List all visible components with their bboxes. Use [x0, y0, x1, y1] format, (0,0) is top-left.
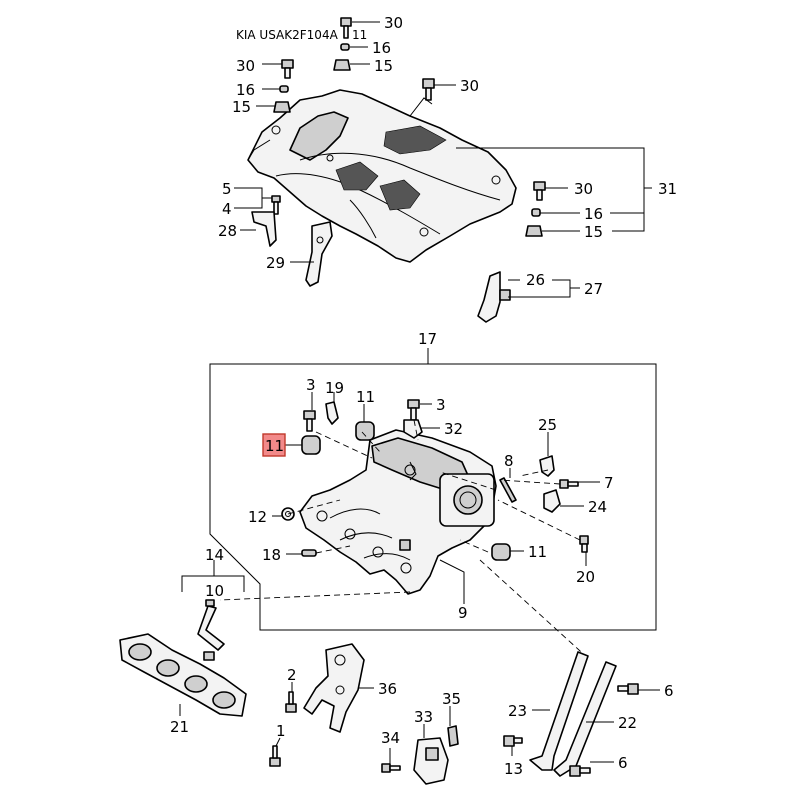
callout-33[interactable]: 33 — [414, 708, 433, 726]
callout-34[interactable]: 34 — [381, 729, 400, 747]
callout-16[interactable]: 16 — [236, 81, 255, 99]
callout-11[interactable]: 11 — [356, 388, 375, 406]
bracket-26[interactable] — [477, 271, 511, 323]
bracket-36[interactable] — [303, 643, 365, 733]
fitting-25[interactable] — [539, 455, 555, 477]
cap-11-lower[interactable] — [491, 543, 511, 561]
callout-29[interactable]: 29 — [266, 254, 285, 272]
callout-26[interactable]: 26 — [526, 271, 545, 289]
callout-28[interactable]: 28 — [218, 222, 237, 240]
bolt-2[interactable] — [285, 691, 297, 713]
callout-30[interactable]: 30 — [460, 77, 479, 95]
callout-4[interactable]: 4 — [222, 200, 232, 218]
grommet-15-top[interactable] — [333, 59, 351, 71]
diagram-caption: KIA USAK2F104A — [236, 28, 339, 42]
callout-6[interactable]: 6 — [618, 754, 628, 772]
washer-16-right[interactable] — [531, 208, 541, 217]
stay-23[interactable] — [529, 651, 589, 771]
callout-16[interactable]: 16 — [372, 39, 391, 57]
callout-1[interactable]: 1 — [276, 722, 286, 740]
callout-15[interactable]: 15 — [232, 98, 251, 116]
bolt-30-left[interactable] — [281, 59, 294, 79]
bolt-3-right[interactable] — [407, 399, 420, 421]
callout-9[interactable]: 9 — [458, 604, 468, 622]
intake-manifold[interactable] — [299, 429, 497, 595]
callout-12[interactable]: 12 — [248, 508, 267, 526]
callout-24[interactable]: 24 — [588, 498, 607, 516]
clip-35[interactable] — [447, 725, 459, 747]
bolt-4[interactable] — [271, 195, 281, 215]
callout-8[interactable]: 8 — [504, 452, 514, 470]
bracket-28[interactable] — [251, 211, 277, 247]
washer-16-left[interactable] — [279, 85, 289, 93]
bolt-1[interactable] — [269, 745, 281, 767]
diagram-caption-suffix: 11 — [352, 28, 367, 42]
stud-18[interactable] — [301, 549, 317, 557]
callout-30[interactable]: 30 — [236, 57, 255, 75]
callout-31[interactable]: 31 — [658, 180, 677, 198]
highlight-box-11[interactable] — [262, 433, 286, 457]
pin-19[interactable] — [325, 401, 339, 425]
washer-16-top[interactable] — [340, 43, 350, 51]
bolt-6-upper[interactable] — [617, 683, 639, 695]
callout-5[interactable]: 5 — [222, 180, 232, 198]
callout-labels: 30 16 15 30 16 15 30 5 4 28 29 30 16 15 … — [170, 14, 677, 778]
callout-10[interactable]: 10 — [205, 582, 224, 600]
callout-18[interactable]: 18 — [262, 546, 281, 564]
bolt-30-right[interactable] — [533, 181, 546, 201]
callout-22[interactable]: 22 — [618, 714, 637, 732]
callout-30[interactable]: 30 — [384, 14, 403, 32]
callout-6[interactable]: 6 — [664, 682, 674, 700]
callout-7[interactable]: 7 — [604, 474, 614, 492]
callout-13[interactable]: 13 — [504, 760, 523, 778]
bolt-13[interactable] — [503, 735, 523, 747]
sensor-33[interactable] — [413, 737, 449, 785]
callout-23[interactable]: 23 — [508, 702, 527, 720]
bolt-3-left[interactable] — [303, 410, 316, 432]
callout-30[interactable]: 30 — [574, 180, 593, 198]
grommet-15-right[interactable] — [525, 225, 543, 237]
bolt-34[interactable] — [381, 763, 401, 773]
callout-11-highlighted[interactable]: 11 — [265, 437, 284, 455]
assembly-frame-17 — [209, 348, 657, 631]
bolt-30-center[interactable] — [422, 78, 435, 101]
engine-cover[interactable] — [247, 89, 517, 263]
callout-11[interactable]: 11 — [528, 543, 547, 561]
pcv-hose-14[interactable] — [197, 599, 225, 661]
stay-22[interactable] — [553, 661, 617, 777]
callout-3[interactable]: 3 — [306, 376, 316, 394]
exhaust-gasket-21[interactable] — [119, 633, 247, 717]
bolt-20[interactable] — [579, 535, 589, 553]
callout-15[interactable]: 15 — [584, 223, 603, 241]
callout-16[interactable]: 16 — [584, 205, 603, 223]
callout-20[interactable]: 20 — [576, 568, 595, 586]
cap-11-upper[interactable] — [355, 421, 375, 441]
callout-15[interactable]: 15 — [374, 57, 393, 75]
callout-27[interactable]: 27 — [584, 280, 603, 298]
clip-32[interactable] — [403, 419, 423, 439]
callout-2[interactable]: 2 — [287, 666, 297, 684]
callout-32[interactable]: 32 — [444, 420, 463, 438]
bolt-30-top[interactable] — [340, 17, 352, 39]
bolt-6-lower[interactable] — [569, 765, 591, 777]
bracket-24[interactable] — [543, 489, 561, 513]
bolt-7[interactable] — [559, 479, 579, 489]
callout-35[interactable]: 35 — [442, 690, 461, 708]
callout-21[interactable]: 21 — [170, 718, 189, 736]
callout-17[interactable]: 17 — [418, 330, 437, 348]
callout-3[interactable]: 3 — [436, 396, 446, 414]
bracket-29[interactable] — [305, 221, 333, 287]
stud-8[interactable] — [499, 477, 517, 503]
callout-36[interactable]: 36 — [378, 680, 397, 698]
cap-11-highlighted[interactable] — [301, 435, 321, 455]
leader-lines — [179, 21, 660, 764]
callout-25[interactable]: 25 — [538, 416, 557, 434]
grommet-15-left[interactable] — [273, 101, 291, 113]
callout-14[interactable]: 14 — [205, 546, 224, 564]
callout-19[interactable]: 19 — [325, 379, 344, 397]
